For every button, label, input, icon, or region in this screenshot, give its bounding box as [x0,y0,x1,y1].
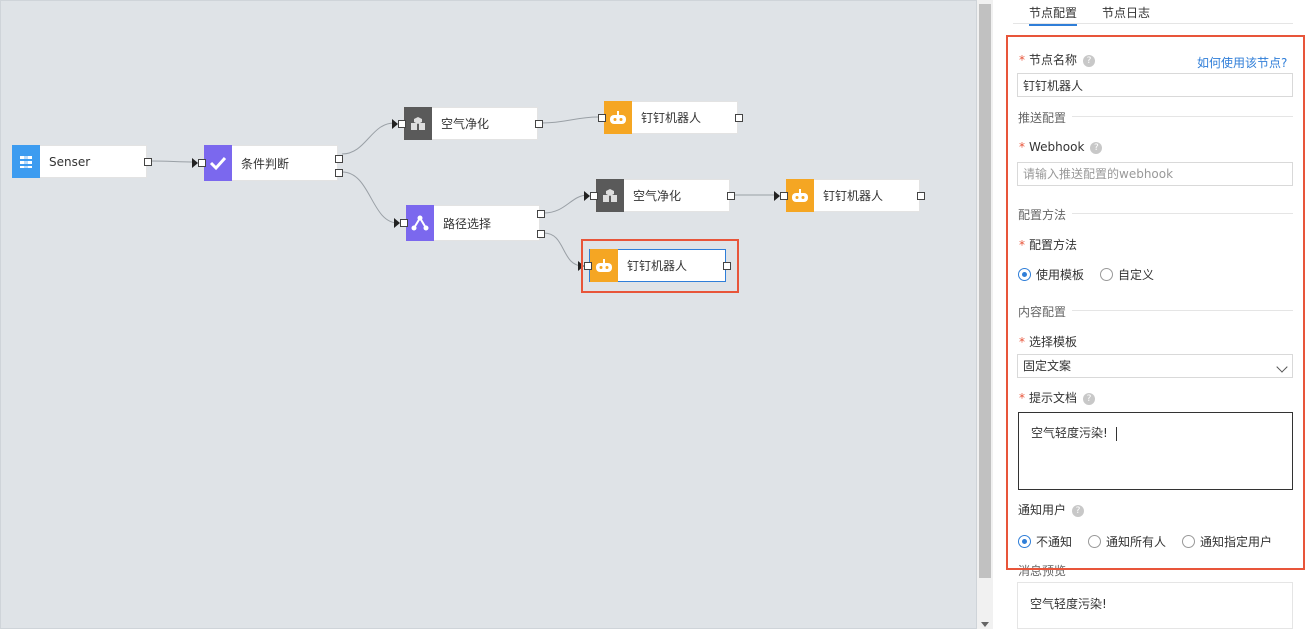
selection-highlight [581,239,739,293]
panel-tabs: 节点配置 节点日志 [1013,0,1293,26]
node-dingtalk-robot-1[interactable]: 钉钉机器人 [598,101,743,134]
flow-canvas[interactable]: Senser 条件判断 空气净化 钉钉机器人 [0,0,977,629]
robot-icon [590,249,618,282]
branch-icon [406,205,434,241]
robot-icon [786,179,814,212]
radio-circle [1088,535,1101,548]
input-port[interactable] [584,261,592,270]
output-port-2[interactable] [335,169,343,177]
cube-icon [404,107,432,140]
radio-circle [1182,535,1195,548]
edge-route-robot3 [543,232,584,267]
node-label: 空气净化 [633,189,682,203]
chevron-down-icon [1276,361,1288,373]
node-condition[interactable]: 条件判断 [192,145,343,181]
input-port[interactable] [400,219,408,227]
edge-senser-condition [150,160,197,163]
radio-notify-specific[interactable]: 通知指定用户 [1182,533,1272,550]
input-port[interactable] [398,119,406,128]
config-method-label: *配置方法 [1019,238,1078,252]
webhook-input[interactable] [1017,162,1293,186]
check-icon [204,145,232,181]
node-name-input[interactable] [1017,73,1293,97]
radio-no-notify[interactable]: 不通知 [1018,533,1072,550]
output-port[interactable] [144,157,152,166]
tab-node-config[interactable]: 节点配置 [1029,4,1078,26]
webhook-label: *Webhook? [1019,140,1103,154]
radio-notify-all[interactable]: 通知所有人 [1088,533,1166,550]
prompt-doc-textarea[interactable]: 空气轻度污染! [1018,412,1293,490]
preview-label: 消息预览 [1018,564,1067,578]
edge-air1-robot1 [541,116,599,124]
radio-custom[interactable]: 自定义 [1100,266,1154,283]
node-label: 钉钉机器人 [641,111,702,125]
radio-circle [1100,268,1113,281]
section-content-config: 内容配置 [1018,305,1067,319]
edge-route-air2 [543,194,589,214]
vertical-scrollbar[interactable] [977,0,993,629]
radio-circle [1018,535,1031,548]
notify-user-label: 通知用户? [1018,501,1085,518]
radio-use-template[interactable]: 使用模板 [1018,266,1084,283]
node-senser[interactable]: Senser [11,145,152,178]
output-port[interactable] [535,119,543,128]
output-port-1[interactable] [335,155,343,163]
input-arrow-icon [192,158,198,168]
node-label: 路径选择 [443,216,492,231]
section-config-method: 配置方法 [1018,208,1067,222]
output-port[interactable] [917,191,925,200]
help-icon[interactable]: ? [1083,392,1096,405]
tab-node-log[interactable]: 节点日志 [1102,6,1151,20]
input-port[interactable] [198,159,206,167]
input-port[interactable] [590,191,598,200]
radio-circle [1018,268,1031,281]
node-dingtalk-robot-3[interactable]: 钉钉机器人 [578,249,731,282]
node-air-purify-1[interactable]: 空气净化 [392,107,543,140]
output-port[interactable] [735,113,743,122]
template-label: *选择模板 [1019,335,1078,349]
section-push-config: 推送配置 [1018,111,1067,125]
flow-edges [150,116,779,267]
node-label: 条件判断 [241,156,290,171]
node-label: 钉钉机器人 [627,259,688,273]
scroll-down-icon[interactable] [981,622,989,627]
edge-condition-route [341,171,399,224]
node-name-label: *节点名称? [1019,51,1096,68]
output-port-2[interactable] [537,230,545,238]
node-config-panel: 节点配置 节点日志 [993,0,1315,629]
text-caret [1115,426,1117,441]
divider [1072,310,1293,311]
help-icon[interactable]: ? [1083,54,1096,67]
input-arrow-icon [774,190,780,201]
input-arrow-icon [392,118,398,129]
robot-icon [604,101,632,134]
output-port[interactable] [723,261,731,270]
node-label: 空气净化 [441,117,490,131]
scrollbar-thumb[interactable] [979,4,991,578]
node-air-purify-2[interactable]: 空气净化 [584,179,735,212]
node-dingtalk-robot-2[interactable]: 钉钉机器人 [774,179,925,212]
node-route-select[interactable]: 路径选择 [394,205,545,241]
template-select[interactable]: 固定文案 [1017,354,1293,378]
cube-icon [596,179,624,212]
sensor-icon [12,145,40,178]
input-arrow-icon [394,218,400,228]
output-port-1[interactable] [537,210,545,218]
node-label: Senser [49,154,91,169]
message-preview: 空气轻度污染! [1017,582,1293,629]
input-port[interactable] [780,191,788,200]
divider [1072,213,1293,214]
how-to-use-link[interactable]: 如何使用该节点? [1197,56,1288,70]
input-port[interactable] [598,113,606,122]
input-arrow-icon [584,190,590,201]
edge-condition-air1 [341,122,395,155]
output-port[interactable] [727,191,735,200]
prompt-doc-label: *提示文档? [1019,389,1096,406]
help-icon[interactable]: ? [1072,504,1085,517]
node-label: 钉钉机器人 [823,189,884,203]
help-icon[interactable]: ? [1090,141,1103,154]
divider [1072,116,1293,117]
